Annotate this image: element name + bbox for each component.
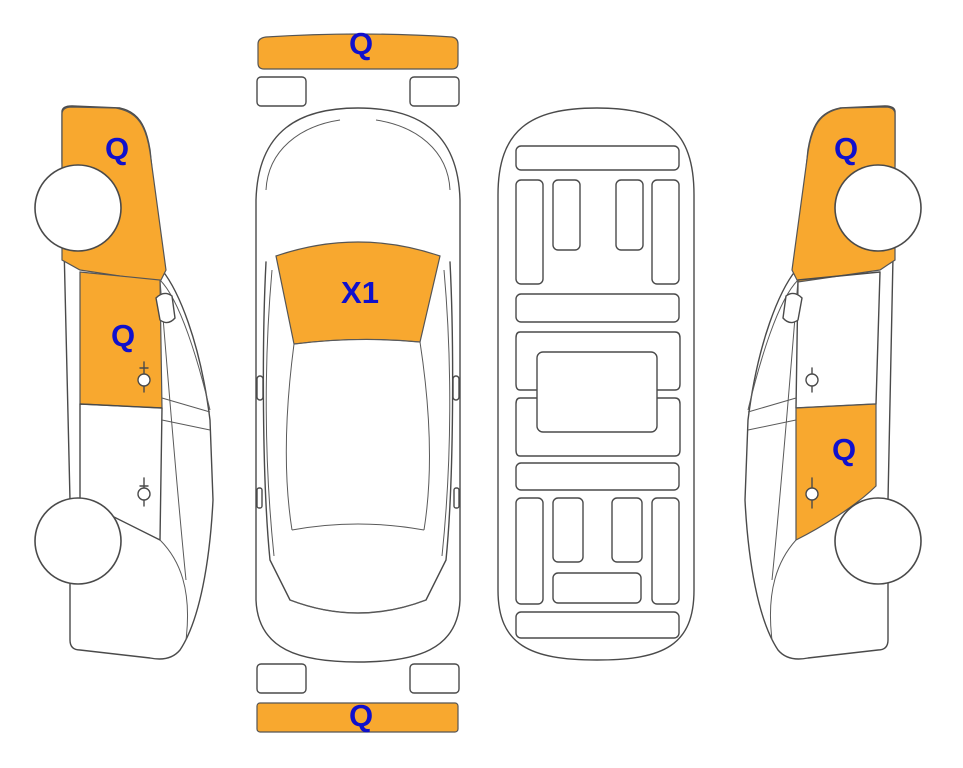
underbody-front-crossmember [515, 145, 680, 171]
left-beltline [161, 397, 211, 413]
hood-line-right [375, 119, 451, 191]
left-side-window [265, 269, 275, 557]
underbody-rear-panel [515, 611, 680, 639]
hood-line-left [265, 119, 341, 191]
front-bumper-group: Q [256, 26, 460, 107]
right-front-wheel [834, 164, 922, 252]
left-window-line [159, 279, 211, 411]
underbody-tunnel [515, 331, 681, 457]
underbody-front-left-inner [552, 179, 581, 251]
underbody-rear-right-inner [611, 497, 643, 563]
left-rocker [159, 539, 189, 641]
car-top-view: X1 [255, 107, 461, 663]
right-front-door-panel [795, 271, 881, 409]
left-rear-wheel [34, 497, 122, 585]
right-side-mirror [782, 292, 803, 324]
rear-window-bottom [289, 599, 427, 614]
left-window-rear [161, 419, 211, 431]
underbody-floor-panel [536, 351, 658, 433]
left-side-outline [61, 105, 214, 660]
rear-bumper-marker: Q [349, 698, 373, 733]
right-rear-door-handle-knob [805, 487, 819, 501]
front-left-headlight [256, 76, 307, 107]
right-beltline [747, 397, 797, 413]
left-door-handle-top [256, 487, 263, 509]
front-bumper-marker: Q [349, 26, 373, 61]
right-rear-wheel [834, 497, 922, 585]
left-front-fender-marker: Q [105, 131, 129, 166]
left-front-wheel [34, 164, 122, 252]
underbody-mid-crossmember [515, 293, 680, 323]
front-bumper-panel[interactable] [257, 33, 459, 70]
rear-window-top [291, 523, 425, 531]
right-rear-door-marker: Q [832, 432, 856, 467]
front-right-headlight [409, 76, 460, 107]
underbody-rear-right-rail [651, 497, 680, 605]
rear-right-taillight [409, 663, 460, 694]
right-rear-door-panel[interactable] [795, 403, 877, 541]
right-front-fender-marker: Q [834, 131, 858, 166]
roof-front-edge [293, 338, 421, 345]
left-side-mirror [155, 292, 176, 324]
right-door-handle-top [453, 487, 460, 509]
underbody-spare-well [552, 572, 642, 604]
left-front-door-marker: Q [111, 318, 135, 353]
right-window-line [747, 279, 799, 411]
underbody-rear-left-inner [552, 497, 584, 563]
roof-left-edge [285, 343, 295, 531]
underbody-outline [497, 107, 695, 661]
rear-bumper-panel[interactable] [256, 702, 459, 733]
windshield-marker: X1 [341, 275, 379, 310]
car-left-side-view: Q Q [34, 105, 214, 660]
left-rear-door-handle-knob [137, 487, 151, 501]
right-mirror [452, 375, 460, 401]
left-front-door-handle-knob [137, 373, 151, 387]
rear-bumper-group: Q [256, 663, 460, 733]
car-top-outline [255, 107, 461, 663]
underbody-rear-crossmember [515, 462, 680, 491]
rear-left-taillight [256, 663, 307, 694]
underbody-front-right-inner [615, 179, 644, 251]
underbody-rear-left-rail [515, 497, 544, 605]
left-c-pillar [159, 279, 187, 581]
underbody-front-right-rail [651, 179, 680, 285]
left-mirror [256, 375, 264, 401]
roof-right-edge [419, 341, 431, 531]
right-c-pillar [771, 279, 799, 581]
right-window-rear [747, 419, 797, 431]
right-front-door-handle-knob [805, 373, 819, 387]
right-side-window [441, 269, 451, 557]
right-rocker [769, 539, 797, 641]
car-underbody-view [497, 107, 695, 661]
car-right-side-view: Q Q [744, 105, 922, 660]
underbody-front-left-rail [515, 179, 544, 285]
